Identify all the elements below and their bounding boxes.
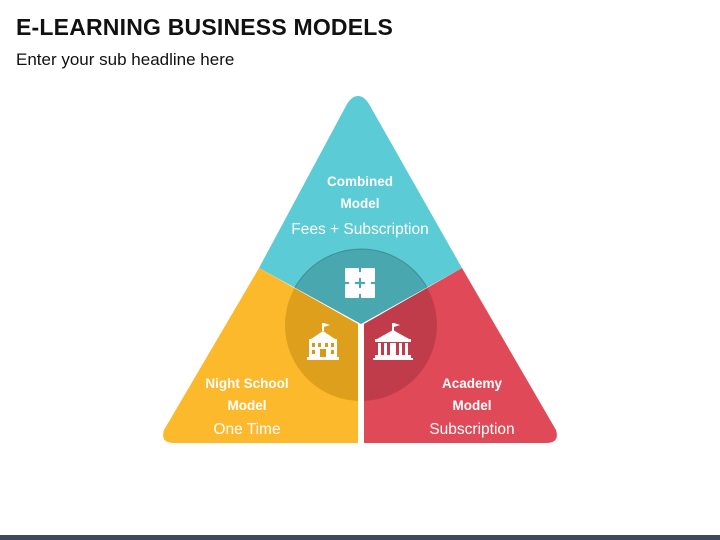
school-building-icon: [307, 323, 339, 360]
combined-model-name-line1: Combined: [327, 174, 393, 189]
segment-top-combined: [259, 96, 462, 324]
combined-model-name-line2: Model: [341, 196, 380, 211]
academy-model-name-line2: Model: [453, 398, 492, 413]
footer-bar: [0, 535, 720, 540]
night-school-model-description-line1: One Time: [213, 421, 280, 438]
academy-model-description-line2: s: [468, 443, 476, 460]
combined-model-description: Fees + Subscription: [291, 221, 428, 238]
puzzle-icon: [345, 268, 375, 298]
night-school-model-name-line1: Night School: [205, 376, 288, 391]
academy-model-description-line1: Subscription: [429, 421, 514, 438]
night-school-model-description-line2: Fees: [230, 443, 265, 460]
night-school-model-name-line2: Model: [228, 398, 267, 413]
academy-model-name-line1: Academy: [442, 376, 503, 391]
academy-building-icon: [373, 323, 413, 360]
page-title: E-LEARNING BUSINESS MODELS: [16, 14, 394, 40]
center-circle: [284, 248, 438, 401]
page-subtitle: Enter your sub headline here: [16, 50, 235, 69]
